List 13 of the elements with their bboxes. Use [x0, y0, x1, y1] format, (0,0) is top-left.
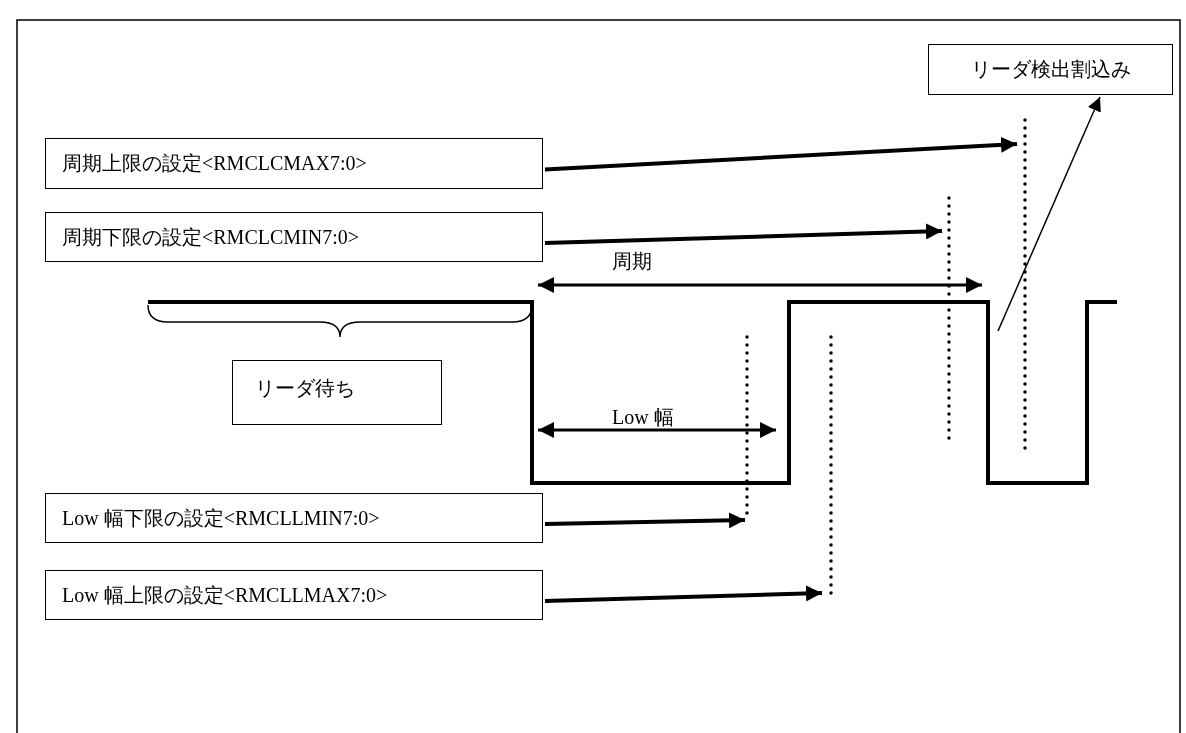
setting-box: 周期上限の設定<RMCLCMAX7:0> — [45, 138, 543, 189]
dimension-label: 周期 — [612, 249, 652, 274]
dimension-label: Low 幅 — [612, 405, 674, 430]
arrow — [544, 136, 1018, 172]
state-box: リーダ待ち — [232, 360, 442, 425]
setting-box: Low 幅下限の設定<RMCLLMIN7:0> — [45, 493, 543, 543]
arrow — [544, 512, 746, 529]
setting-box: 周期下限の設定<RMCLCMIN7:0> — [45, 212, 543, 262]
arrow — [544, 585, 823, 603]
leader-arrow — [997, 96, 1101, 332]
setting-box: Low 幅上限の設定<RMCLLMAX7:0> — [45, 570, 543, 620]
arrow — [544, 223, 943, 245]
interrupt-box: リーダ検出割込み — [928, 44, 1173, 95]
